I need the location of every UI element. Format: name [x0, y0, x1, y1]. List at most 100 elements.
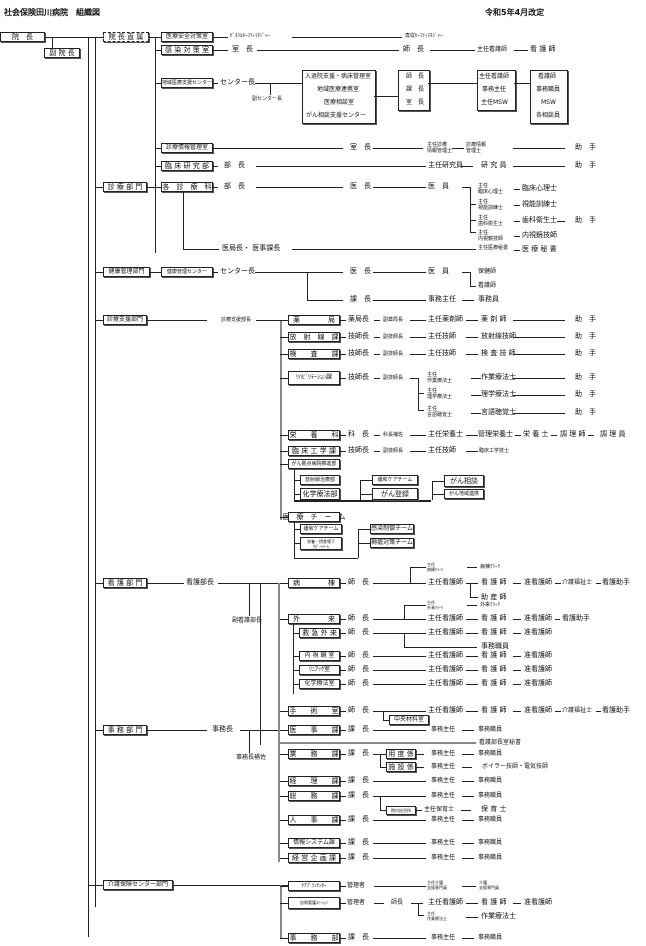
connector-line [467, 605, 477, 606]
connector-line [404, 647, 477, 648]
health-chief: 医 長 [350, 267, 371, 275]
nursing-unit-chief-nurse: 主任看護師 [428, 679, 463, 687]
cancer-registry-box: がん登録 [372, 488, 418, 500]
connector-line [462, 938, 474, 939]
support-head: 診療支援部長 [221, 317, 252, 323]
admin-section-chief: 課 長 [348, 838, 369, 846]
connector-line [280, 517, 288, 518]
admin-section-lead: 事務主任 [431, 792, 456, 799]
direct-report-box: 院 長 直 属 [103, 32, 149, 42]
or-care-worker: 介護福祉士 [562, 707, 593, 714]
rehab-helper-2: 助 手 [575, 390, 596, 398]
connector-line [513, 148, 565, 149]
connector-line [466, 435, 478, 436]
connector-line [294, 500, 431, 502]
connector-line [340, 684, 346, 685]
connector-line [255, 83, 302, 84]
connector-line [147, 187, 161, 188]
connector-line [294, 543, 300, 544]
connector-line [280, 378, 288, 379]
health-clerk: 事務員 [478, 295, 499, 303]
connector-line [470, 220, 476, 221]
infection-office-box: 感 染 対 策 室 [161, 45, 213, 55]
connector-line [373, 187, 426, 188]
connector-line [466, 583, 478, 584]
connector-line [340, 730, 346, 731]
admin-section-box: 経 営 企 画 課 [288, 853, 340, 863]
connector-line [340, 656, 346, 657]
connector-line [462, 187, 470, 188]
connector-line [280, 858, 288, 859]
er-chief-nurse: 主任看護師 [428, 628, 463, 636]
admin-section-chief: 課 長 [348, 776, 369, 784]
connector-line [452, 148, 464, 149]
connector-line [461, 810, 471, 811]
connector-line [218, 583, 288, 584]
connector-line [588, 435, 594, 436]
er-head-nurse: 師 長 [348, 628, 369, 636]
connector-line [471, 378, 481, 379]
care-dept-box: 介護保険センター部門 [103, 880, 173, 890]
visiting-head-nurse: 師長 [391, 899, 404, 906]
connector-line [462, 781, 474, 782]
director-box: 院 長 [0, 32, 45, 42]
connector-line [88, 885, 103, 886]
connector-line [373, 730, 426, 731]
physical-therapist: 理学療法士 [481, 390, 516, 398]
health-center-head: センター長 [220, 267, 255, 275]
rehab-box: ﾘﾊﾋﾞﾘﾃｰｼｮﾝ課 [288, 371, 340, 385]
connector-line [513, 378, 565, 379]
connector-line [294, 480, 300, 481]
connector-line [513, 633, 521, 634]
connector-line [340, 781, 346, 782]
medical-team-box: 医 療 チ ー ム [282, 512, 346, 522]
connector-line [380, 767, 386, 768]
connector-line [410, 320, 426, 321]
connector-line [462, 767, 472, 768]
vice-director-box: 副 院 長 [44, 48, 80, 58]
lead-2: 事務主任 [482, 86, 507, 93]
admin-section-staff: 事務職員 [478, 816, 503, 823]
connector-line [470, 187, 471, 232]
ward-head-nurse: 師 長 [348, 578, 369, 586]
connector-line [147, 583, 184, 584]
clinical-dept-box: 診 療 部 門 [103, 182, 147, 192]
care-plan-center-box: ｹｱﾌﾟﾗﾝｾﾝﾀｰ [288, 881, 340, 891]
ce-chief: 技師長 [348, 446, 369, 454]
nursing-unit-head: 師 長 [348, 651, 369, 659]
connector-line [418, 378, 419, 410]
ward-nurse: 看 護 師 [481, 578, 507, 586]
endoscopy-tech: 内視鏡技師 [522, 231, 557, 239]
support-dept-box: 診療支援部門 [103, 315, 147, 325]
ce-deputy: 副技師長 [383, 448, 404, 454]
connector-line [373, 843, 426, 844]
support-unit-staff: 放射線技師 [481, 332, 516, 340]
connector-line [373, 781, 426, 782]
connector-line [373, 619, 426, 620]
connector-line [462, 300, 474, 301]
connector-line [280, 820, 288, 821]
nursing-secretary: 看護部長室秘書 [479, 739, 522, 746]
chief-care-manager: 主任介護 支援専門員 [427, 880, 447, 890]
connector-line [466, 670, 478, 671]
connector-line [155, 37, 161, 38]
pressure-ulcer-team-box: 褥瘡対策チーム [370, 538, 414, 548]
connector-line [410, 337, 426, 338]
connector-line [374, 378, 380, 379]
connector-line [147, 730, 207, 731]
connector-line [280, 583, 288, 584]
connector-line [374, 435, 380, 436]
visiting-nurse-box: 訪問看護ｽﾃｰｼｮﾝ [288, 897, 340, 909]
connector-line [155, 148, 161, 149]
nursing-unit-head: 師 長 [348, 679, 369, 687]
connector-line [374, 96, 398, 97]
facility-lead: 事務主任 [431, 763, 456, 770]
connector-line [466, 633, 478, 634]
visiting-chief-nurse: 主任看護師 [428, 898, 463, 906]
connector-line [340, 886, 346, 887]
midwife: 助 産 師 [481, 593, 507, 601]
connector-line [373, 796, 426, 797]
connector-line [373, 272, 426, 273]
ward-clerk: 病棟ｸﾗｰｸ [480, 564, 501, 570]
connector-line [340, 858, 346, 859]
